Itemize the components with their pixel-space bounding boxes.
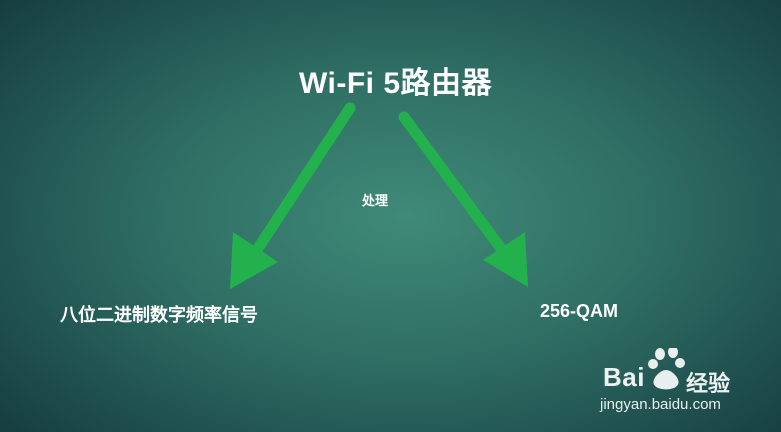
right-arrow	[398, 111, 528, 287]
watermark-brand-cn: 经验	[686, 372, 731, 397]
binary-signal-label: 八位二进制数字频率信号	[60, 305, 258, 326]
qam-label: 256-QAM	[540, 301, 619, 321]
diagram-title: Wi-Fi 5路由器	[298, 67, 493, 100]
left-arrow	[230, 102, 356, 289]
watermark-url: jingyan.baidu.com	[600, 396, 721, 413]
process-label: 处理	[361, 194, 388, 209]
paw-icon	[648, 348, 685, 390]
watermark-brand: Bai	[603, 362, 645, 392]
